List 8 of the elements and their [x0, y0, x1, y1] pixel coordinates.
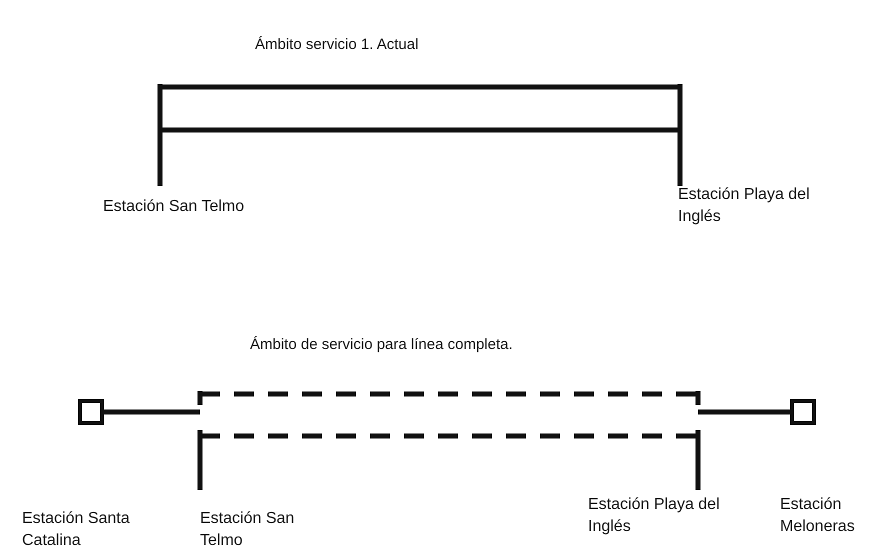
station-label: Estación Santa Catalina: [22, 509, 131, 551]
section-heading: Ámbito servicio 1. Actual: [255, 35, 418, 55]
section-heading: Ámbito de servicio para línea completa.: [250, 335, 513, 355]
station-label: Estación Meloneras: [780, 495, 856, 537]
station-label: Estación Playa del Inglés: [588, 495, 721, 537]
station-label: Estación Playa del Inglés: [678, 185, 811, 227]
station-label: Estación San Telmo: [103, 197, 244, 217]
station-label: Estación San Telmo: [200, 509, 296, 551]
